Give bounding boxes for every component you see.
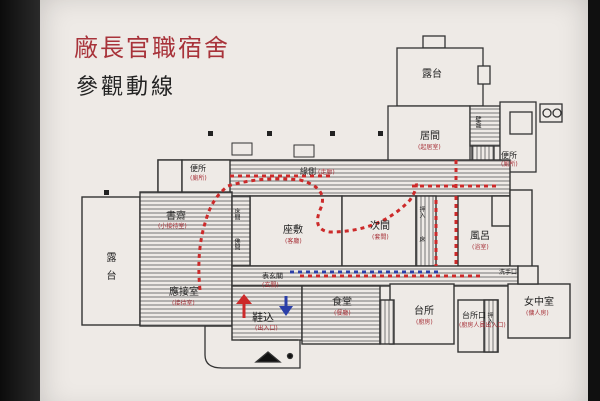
label-furo: 風呂 bbox=[470, 231, 490, 242]
tour-route-red bbox=[197, 160, 500, 291]
label-furo-sub: (浴室) bbox=[472, 244, 489, 251]
label-closet-1: 床間 bbox=[233, 208, 240, 220]
label-tearai: 洗手口 bbox=[499, 269, 518, 276]
label-shokudo-sub: (餐廳) bbox=[334, 310, 351, 317]
label-daidokoroguchi: 台所口 bbox=[462, 311, 486, 320]
label-daidokoro-sub: (廚房) bbox=[416, 319, 433, 326]
label-daidokoro: 台所 bbox=[414, 306, 434, 317]
label-tsuginoma-sub: (套間) bbox=[372, 234, 389, 241]
page-title: 廠長官職宿舍 bbox=[74, 34, 230, 62]
label-zashiki: 座敷 bbox=[283, 225, 303, 236]
label-toilet-right: 便所 bbox=[501, 151, 517, 160]
label-jochu: 女中室 bbox=[524, 297, 554, 308]
label-engawa-sub: (走廊) bbox=[318, 169, 335, 176]
label-engawa: 緣側 bbox=[300, 167, 316, 176]
label-closet-5: 床 bbox=[418, 236, 425, 242]
label-iima: 居間 bbox=[420, 131, 440, 142]
label-tsuginoma: 次間 bbox=[370, 221, 390, 232]
entry-arrows bbox=[236, 294, 293, 318]
label-closet-3: 押入 bbox=[418, 206, 425, 218]
label-genkan: 表玄關 bbox=[262, 272, 283, 280]
label-shosai: 書齋 bbox=[166, 211, 186, 222]
label-shosai-sub: (小接待室) bbox=[158, 223, 187, 230]
label-kutsunugi-sub: (出入口) bbox=[255, 325, 278, 332]
label-closet-2: 佛間 bbox=[233, 238, 240, 250]
label-toilet-left-sub: (廁所) bbox=[190, 175, 207, 182]
label-oosetsu-sub: (接待室) bbox=[172, 300, 195, 307]
page-subtitle: 參觀動線 bbox=[76, 75, 177, 100]
label-zashiki-sub: (客廳) bbox=[285, 238, 302, 245]
label-closet-6: 押入 bbox=[486, 312, 493, 324]
entry-path bbox=[204, 325, 301, 369]
terrace-top bbox=[396, 35, 491, 107]
label-iima-sub: (起居室) bbox=[418, 144, 441, 151]
label-jochu-sub: (傭人房) bbox=[526, 310, 549, 317]
main-house bbox=[81, 159, 571, 353]
dark-wall-right bbox=[588, 0, 600, 401]
label-west-terrace: 露台 bbox=[104, 252, 115, 288]
label-oosetsu: 應接室 bbox=[169, 287, 199, 298]
label-closet-4: 壁龕 bbox=[474, 116, 481, 128]
label-toilet-right-sub: (廁所) bbox=[501, 161, 518, 168]
label-genkan-sub: (玄關) bbox=[262, 282, 279, 289]
label-toilet-left: 便所 bbox=[190, 164, 206, 173]
label-daidokoroguchi-sub: (廚房人員出入口) bbox=[459, 322, 506, 329]
dark-wall-left bbox=[0, 0, 40, 401]
label-terrace: 露台 bbox=[422, 69, 442, 80]
label-kutsunugi: 鞋込 bbox=[252, 311, 274, 324]
label-shokudo: 食堂 bbox=[332, 297, 352, 308]
